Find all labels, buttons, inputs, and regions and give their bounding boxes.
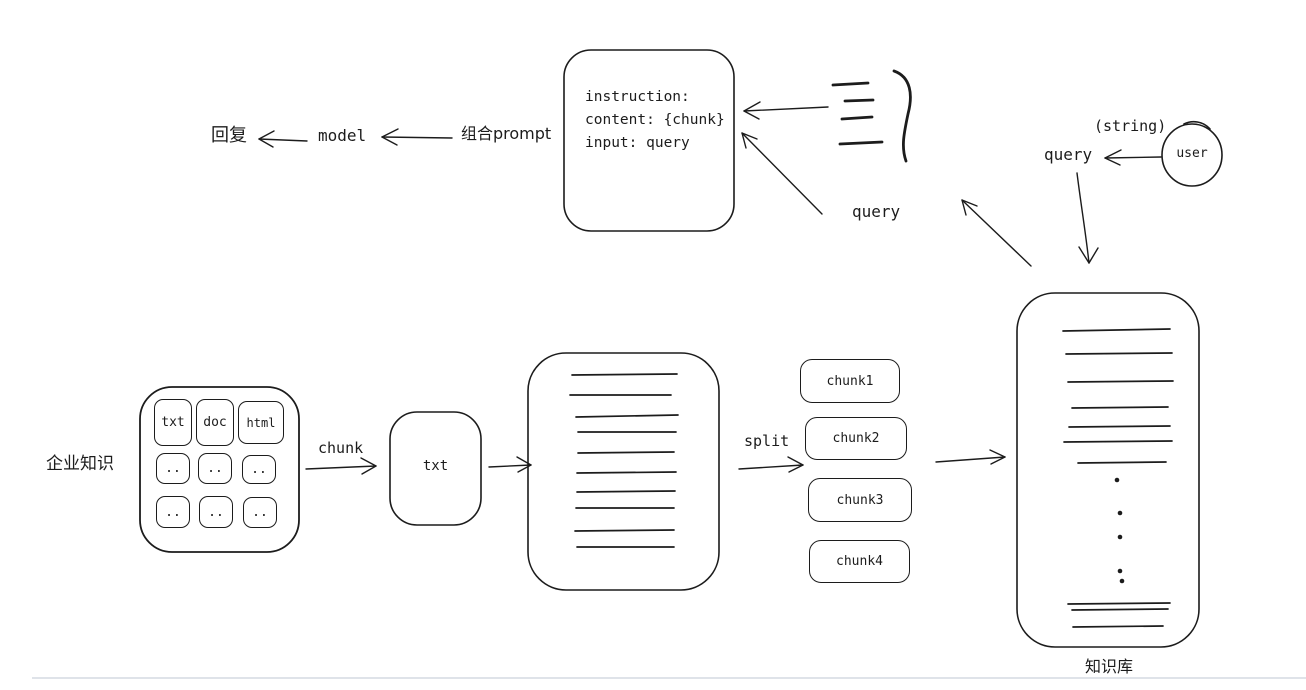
split-arrow-label: split [744, 432, 790, 450]
txt-doc-label: txt [422, 458, 449, 474]
file-type-cell-doc: doc [196, 399, 234, 446]
user-circle [1161, 120, 1223, 187]
combine-prompt-label: 组合prompt [461, 124, 552, 143]
file-type-cell-txt: txt [154, 399, 192, 446]
arrow-user-to-query-icon [1104, 149, 1162, 166]
prompt-box-text: instruction: content: {chunk} input: que… [585, 89, 725, 151]
query-right-label: query [1044, 145, 1093, 164]
arrow-chunks-to-kb-icon [935, 449, 1006, 465]
knowledge-base-lines-icon [1062, 328, 1174, 628]
arrow-query-to-prompt-icon [741, 132, 823, 215]
user-label: user [1176, 146, 1208, 161]
bottom-divider [32, 677, 1306, 679]
arrow-chunk-icon [305, 457, 377, 475]
file-type-cell-html: html [238, 401, 284, 444]
document-box [527, 352, 720, 591]
string-annotation-label: (string) [1094, 117, 1167, 135]
file-type-cell-more: .. [198, 453, 232, 484]
file-type-cell-more: .. [199, 496, 233, 528]
file-type-cell-more: .. [242, 455, 276, 484]
document-text-lines-icon [569, 373, 679, 548]
file-type-cell-more: .. [243, 497, 277, 528]
chunk2-box: chunk2 [805, 417, 907, 460]
file-type-cell-more: .. [156, 496, 190, 528]
query-scribble-icon [831, 69, 912, 163]
arrow-kb-to-query-icon [961, 199, 1032, 267]
knowledge-base-box [1016, 292, 1200, 648]
arrow-prompt-to-model-icon [381, 128, 453, 146]
arrow-query-to-kb-icon [1076, 172, 1099, 264]
chunk3-box: chunk3 [808, 478, 912, 522]
reply-label: 回复 [211, 125, 247, 146]
knowledge-base-dots-icon [1114, 477, 1125, 584]
model-label: model [318, 126, 367, 145]
chunk-arrow-label: chunk [318, 439, 364, 457]
chunk1-box: chunk1 [800, 359, 900, 403]
arrow-split-icon [738, 456, 804, 473]
file-grid-box [139, 386, 300, 553]
arrow-model-to-reply-icon [258, 130, 308, 148]
arrow-txt-to-document-icon [488, 456, 532, 473]
file-type-cell-more: .. [156, 453, 190, 484]
arrow-scribble-to-prompt-icon [743, 101, 829, 120]
enterprise-knowledge-label: 企业知识 [46, 454, 114, 474]
chunk4-box: chunk4 [809, 540, 910, 583]
knowledge-base-label: 知识库 [1084, 657, 1133, 676]
prompt-box [563, 49, 735, 232]
txt-doc-box [389, 411, 482, 526]
query-mid-label: query [852, 202, 901, 221]
